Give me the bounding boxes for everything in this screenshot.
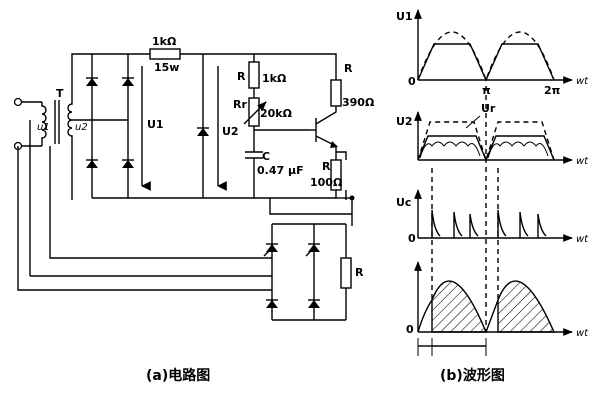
primary-voltage-symbol: u1 (37, 122, 50, 133)
plot-uc-pulse (469, 213, 479, 238)
diode (308, 299, 320, 308)
circuit-diagram: T u1 u2 U1 1kΩ 15w (13, 35, 375, 384)
zener-diode (197, 127, 209, 136)
plot-u1-clipped-wave (417, 43, 555, 82)
diode (86, 159, 98, 168)
resistor-1k-15w (149, 48, 181, 60)
u1-label: U1 (147, 118, 164, 131)
plot-u2-clipped-wave (417, 121, 555, 163)
diode (266, 299, 278, 308)
resistor-390-name: R (344, 62, 353, 75)
plot-uc-pulse (497, 209, 507, 238)
plot-u1-tick-2pi: 2π (544, 84, 561, 97)
resistor-100-name: R (322, 160, 331, 173)
plot-u2-xlabel: wt (576, 156, 589, 167)
plot-u1-full-wave (417, 31, 555, 83)
alignment-lines (431, 86, 499, 332)
transformer-label: T (56, 87, 64, 100)
bridge-rectifier-1 (72, 54, 134, 198)
plot-u1-origin: 0 (408, 75, 416, 88)
waveforms: U1 0 wt π 2π U2 Ur wt (396, 9, 589, 384)
waveform-caption: (b)波形图 (440, 367, 505, 384)
diode (122, 159, 134, 168)
diode (86, 77, 98, 86)
plot-output-leading-edge (485, 299, 499, 333)
resistor-390 (330, 79, 342, 107)
plot-uc-pulse (453, 211, 463, 238)
plot-uc-pulse (431, 209, 441, 238)
plot-output-leading-edge (417, 299, 433, 333)
resistor-100-value: 100Ω (310, 176, 343, 189)
thyristor (305, 243, 320, 257)
plot-u2-ramp-1 (419, 141, 481, 159)
plot-uc-pulse (519, 211, 529, 238)
resistor-15w-power: 15w (154, 61, 179, 74)
plot-uc-xlabel: wt (576, 234, 589, 245)
plot-uc: Uc 0 wt (396, 189, 589, 245)
plot-u2-inner-wave (417, 135, 555, 162)
resistor-390-value: 390Ω (342, 96, 375, 109)
plot-output: 0 wt (406, 261, 589, 356)
variable-resistor-rr (248, 97, 260, 127)
load-resistor-name: R (355, 266, 364, 279)
capacitor-value: 0.47 μF (257, 164, 304, 177)
secondary-voltage-symbol: u2 (75, 122, 88, 133)
resistor-r-1k-name: R (237, 70, 246, 83)
plot-uc-origin: 0 (408, 232, 416, 245)
rr-adjust-arrow (243, 101, 267, 125)
rr-name: Rr (233, 98, 247, 111)
plot-output-area-2 (497, 280, 556, 333)
plot-u2-ylabel: U2 (396, 115, 413, 128)
plot-output-xlabel: wt (576, 328, 589, 339)
plot-output-area-1 (431, 280, 488, 333)
plot-u2: U2 Ur wt (396, 102, 589, 167)
thyristor-bridge (263, 223, 346, 321)
plot-uc-ylabel: Uc (396, 196, 411, 209)
plot-u2-ur-label: Ur (481, 102, 496, 115)
diode (122, 77, 134, 86)
resistor-1k-value: 1kΩ (152, 35, 177, 48)
circuit-caption: (a)电路图 (146, 367, 210, 384)
transformer: T u1 u2 (37, 87, 88, 146)
plot-u2-ramp-2 (487, 141, 549, 159)
load-resistor (340, 257, 352, 289)
capacitor (245, 151, 263, 159)
primary-voltage-label: u1 (37, 122, 50, 133)
plot-u2-ur-pointer (465, 115, 481, 129)
rr-value: 20kΩ (260, 107, 293, 120)
resistor-r-1k-value: 1kΩ (262, 72, 287, 85)
resistor-r-1k (248, 61, 260, 89)
thyristor (263, 243, 278, 257)
input-terminal-top (13, 97, 23, 107)
plot-uc-pulse (537, 213, 547, 238)
plot-u1-ylabel: U1 (396, 10, 413, 23)
plot-u1: U1 0 wt π 2π (396, 9, 589, 97)
capacitor-name: C (262, 150, 270, 163)
plot-output-origin: 0 (406, 323, 414, 336)
u2-label: U2 (222, 125, 239, 138)
secondary-voltage-label: u2 (75, 122, 88, 133)
transistor (310, 100, 338, 152)
plot-u1-xlabel: wt (576, 76, 589, 87)
